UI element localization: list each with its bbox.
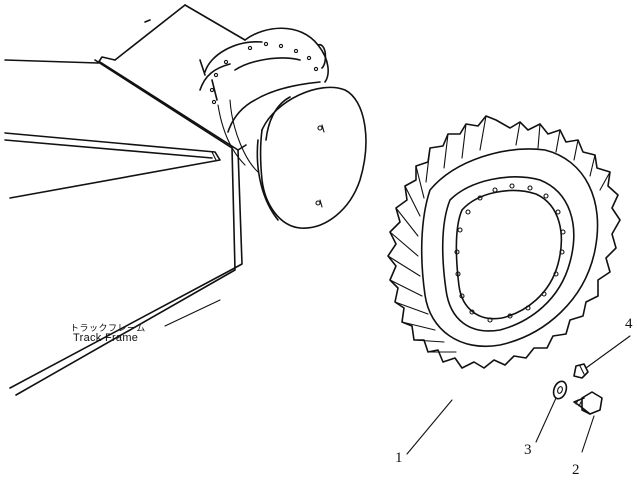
track-frame-label-en: Track Frame	[73, 332, 139, 344]
callout-number-1: 1	[395, 450, 403, 466]
callout-number-4: 4	[625, 316, 633, 332]
sprocket	[387, 115, 621, 369]
leader-lines	[164, 299, 631, 455]
final-drive-housing	[184, 4, 367, 229]
callout-number-3: 3	[524, 442, 532, 458]
track-frame	[4, 4, 247, 396]
plug	[573, 363, 589, 379]
washer	[552, 380, 568, 400]
callout-number-2: 2	[572, 462, 580, 478]
bolt	[573, 391, 603, 415]
track-frame-label-jp: トラックフレーム	[70, 323, 146, 333]
